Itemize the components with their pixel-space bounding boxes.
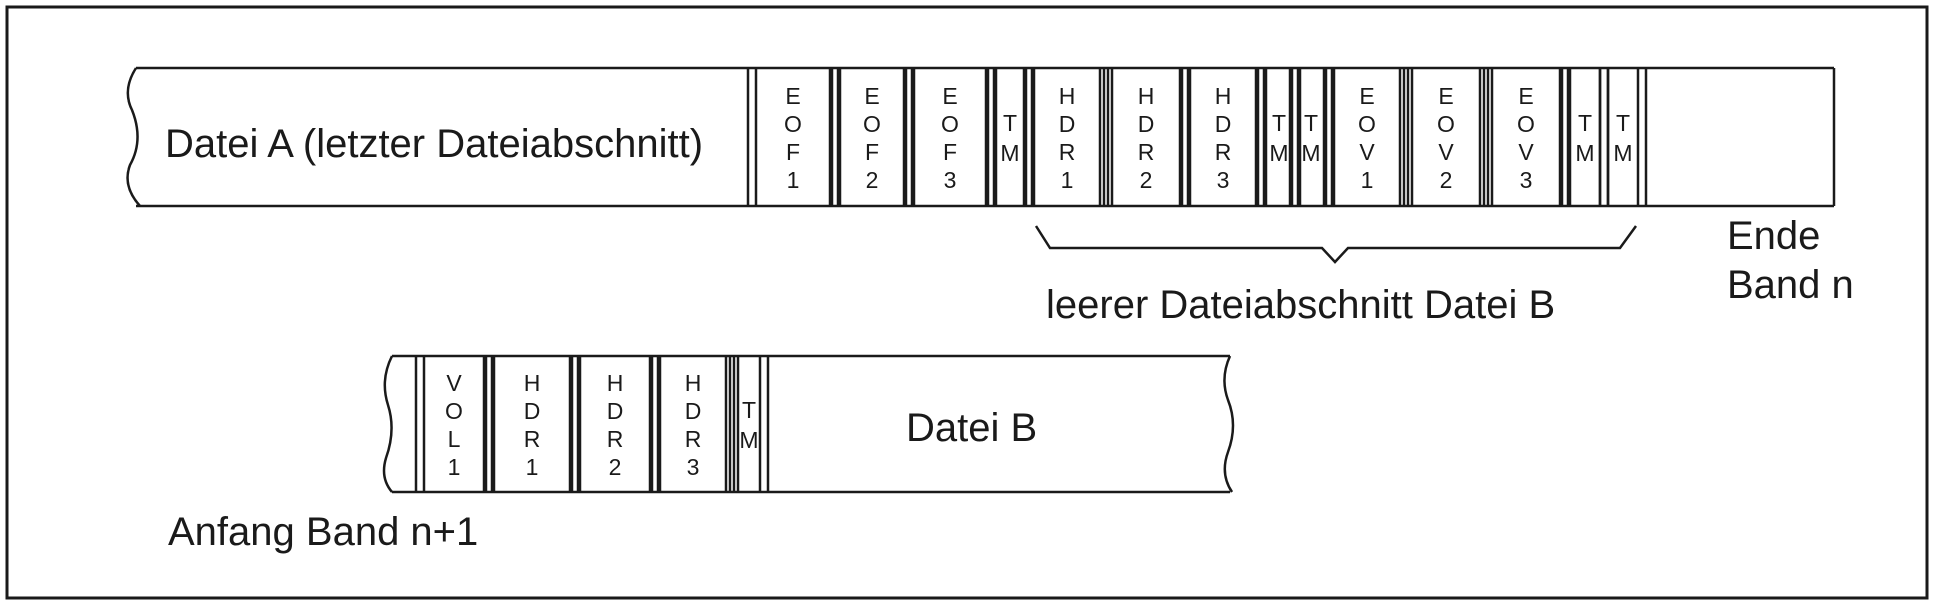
block-label-char: M [739,427,758,453]
block-label-char: O [941,111,959,137]
block-label-char: F [943,139,957,165]
file-a-label: Datei A (letzter Dateiabschnitt) [165,122,703,166]
tape-n-block-tm: TM [1598,68,1648,206]
tape-n-blocks: EOF1EOF2EOF3TMHDR1HDR2HDR3TMTMEOV1EOV2EO… [746,68,1648,206]
tape-n1-block-tm: TM [728,356,770,492]
end-band-label-line1: Ende [1727,214,1820,258]
block-label-char: 1 [787,167,800,193]
empty-section-brace [1034,225,1638,264]
tape-band-n: Datei A (letzter Dateiabschnitt) EOF1EOF… [126,66,1854,327]
block-label-char: M [1000,140,1019,166]
block-label-char: E [1518,83,1533,109]
block-label-char: V [1438,139,1454,165]
outer-frame [5,5,1929,600]
block-label-char: 3 [1217,167,1230,193]
block-label-char: E [1359,83,1374,109]
block-label-char: M [1575,140,1594,166]
block-label-char: V [1518,139,1534,165]
tape-n1-torn-right-edge [1223,355,1235,493]
block-label-char: H [1059,83,1076,109]
block-label-char: E [785,83,800,109]
block-label-char: H [685,370,702,396]
block-label-char: M [1301,140,1320,166]
tape-n-block-tm: TM [986,68,1034,206]
block-label-char: 1 [448,454,461,480]
block-label-char: T [1578,110,1592,136]
tape-n-torn-edge [126,67,141,207]
block-label-char: H [1138,83,1155,109]
block-label-char: H [607,370,624,396]
block-label-char: M [1613,140,1632,166]
block-label-char: D [685,398,702,424]
block-label-char: H [524,370,541,396]
block-label-char: O [1437,111,1455,137]
file-b-label: Datei B [906,406,1037,450]
block-label-char: 1 [526,454,539,480]
block-label-char: E [864,83,879,109]
block-label-char: D [1059,111,1076,137]
block-label-char: O [784,111,802,137]
block-label-char: 2 [609,454,622,480]
block-label-char: R [524,426,541,452]
empty-section-label: leerer Dateiabschnitt Datei B [1046,283,1555,327]
block-label-char: R [1215,139,1232,165]
block-label-char: 3 [944,167,957,193]
block-label-char: O [863,111,881,137]
block-label-char: 2 [1140,167,1153,193]
block-label-char: O [1517,111,1535,137]
block-label-char: E [1438,83,1453,109]
block-label-char: R [1059,139,1076,165]
block-label-char: V [1359,139,1375,165]
block-label-char: D [607,398,624,424]
block-label-char: V [446,370,462,396]
block-label-char: O [445,398,463,424]
block-label-char: T [1616,110,1630,136]
block-label-char: F [865,139,879,165]
block-label-char: R [607,426,624,452]
block-label-char: T [1003,110,1017,136]
block-label-char: R [685,426,702,452]
end-band-label-line2: Band n [1727,263,1854,307]
block-label-char: F [786,139,800,165]
block-label-char: H [1215,83,1232,109]
tape-n-block-tm: TM [1256,68,1302,206]
block-label-char: T [1272,110,1286,136]
block-label-char: 1 [1061,167,1074,193]
block-label-char: L [448,426,461,452]
block-label-char: 2 [1440,167,1453,193]
tape-n1-left-edge [382,355,394,493]
block-label-char: T [1304,110,1318,136]
block-label-char: 3 [687,454,700,480]
block-label-char: 2 [866,167,879,193]
block-label-char: E [942,83,957,109]
block-label-char: 1 [1361,167,1374,193]
block-label-char: R [1138,139,1155,165]
start-band-label: Anfang Band n+1 [168,510,478,554]
tape-n-block-tm: TM [1288,68,1334,206]
block-label-char: 3 [1520,167,1533,193]
block-label-char: T [742,397,756,423]
block-label-char: D [1215,111,1232,137]
block-label-char: D [524,398,541,424]
block-label-char: D [1138,111,1155,137]
block-label-char: O [1358,111,1376,137]
block-label-char: M [1269,140,1288,166]
